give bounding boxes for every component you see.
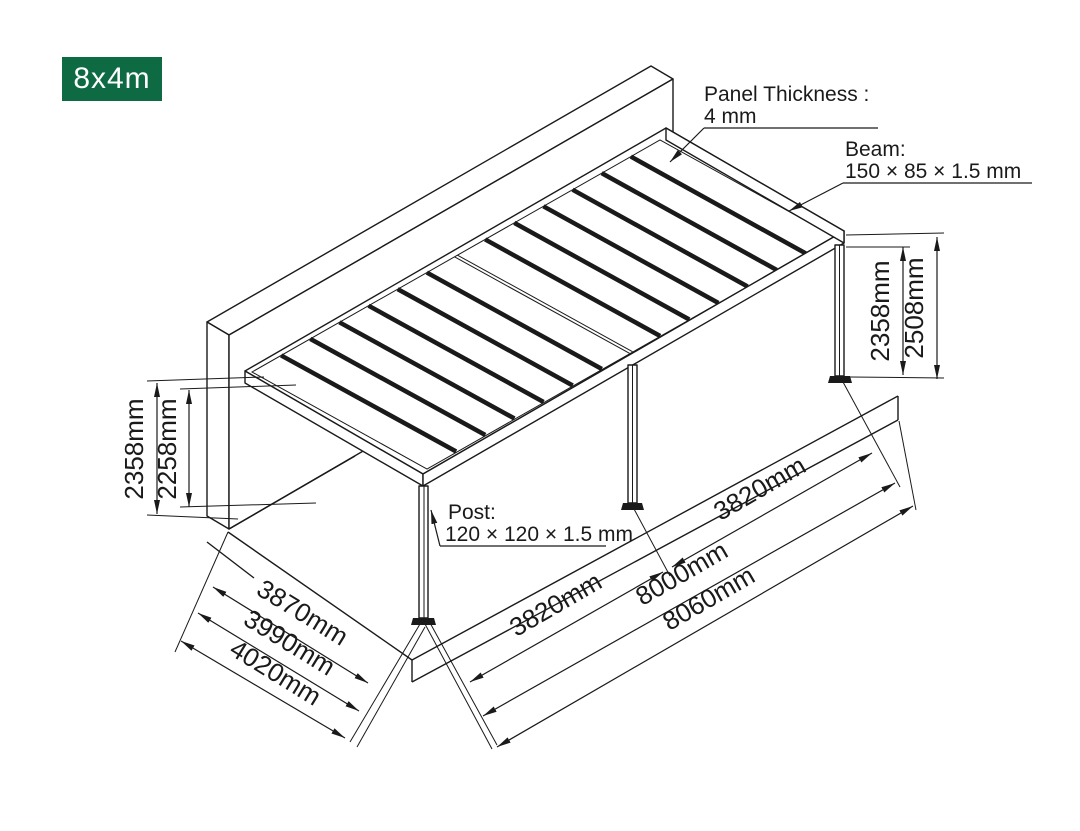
post-right	[828, 244, 852, 383]
dim-right-outer-height: 2508mm	[899, 257, 929, 358]
roof	[244, 127, 845, 487]
post-title: Post:	[448, 501, 496, 524]
dim-left-outer-height: 2358mm	[119, 398, 149, 499]
beam-value: 150 × 85 × 1.5 mm	[845, 160, 1021, 183]
size-badge: 8x4m	[62, 57, 162, 101]
dimension-lines	[154, 237, 940, 748]
posts	[411, 244, 852, 625]
beam-title: Beam:	[845, 138, 906, 161]
callout-post: Post: 120 × 120 × 1.5 mm	[430, 501, 633, 547]
dim-left-inner-height: 2258mm	[152, 398, 182, 499]
dim-right-inner-height: 2358mm	[865, 260, 895, 361]
callout-beam: Beam: 150 × 85 × 1.5 mm	[788, 138, 1032, 212]
panel-thickness-value: 4 mm	[704, 105, 757, 128]
roof-panels	[280, 154, 807, 454]
panel-thickness-title: Panel Thickness :	[704, 83, 869, 106]
size-badge-label: 8x4m	[73, 62, 151, 95]
callout-panel-thickness: Panel Thickness : 4 mm	[669, 83, 878, 163]
post-value: 120 × 120 × 1.5 mm	[445, 523, 633, 546]
post-front-left	[411, 485, 436, 625]
roof-module-seam	[454, 254, 633, 354]
extension-lines	[146, 232, 945, 750]
